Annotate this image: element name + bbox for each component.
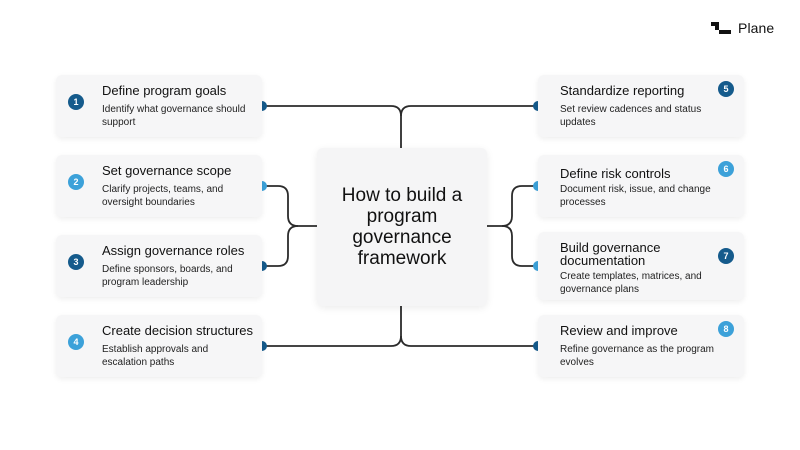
step-card-3: 3 Assign governance roles Define sponsor… — [56, 235, 262, 297]
center-node: How to build a program governance framew… — [317, 148, 487, 306]
step-number-badge: 1 — [68, 94, 84, 110]
step-number-badge: 5 — [718, 81, 734, 97]
step-number-badge: 4 — [68, 334, 84, 350]
step-description: Identify what governance should support — [102, 104, 246, 128]
step-card-7: 7 Build governance documentation Create … — [538, 232, 744, 300]
step-card-8: 8 Review and improve Refine governance a… — [538, 315, 744, 377]
step-card-1: 1 Define program goals Identify what gov… — [56, 75, 262, 137]
plane-logo: Plane — [710, 20, 774, 36]
step-title: Set governance scope — [102, 163, 232, 178]
step-number-badge: 3 — [68, 254, 84, 270]
step-card-6: 6 Define risk controls Document risk, is… — [538, 155, 744, 217]
step-card-5: 5 Standardize reporting Set review caden… — [538, 75, 744, 137]
step-number-badge: 2 — [68, 174, 84, 190]
plane-logo-icon — [711, 22, 731, 34]
step-card-2: 2 Set governance scope Clarify projects,… — [56, 155, 262, 217]
step-title: Create decision structures — [102, 323, 254, 338]
step-title: Review and improve — [560, 323, 678, 338]
step-description: Document risk, issue, and change process… — [560, 184, 711, 208]
step-title: Define risk controls — [560, 166, 671, 181]
step-title: Build governance documentation — [560, 240, 661, 268]
step-title: Standardize reporting — [560, 83, 685, 98]
step-card-4: 4 Create decision structures Establish a… — [56, 315, 262, 377]
step-number-badge: 6 — [718, 161, 734, 177]
step-description: Create templates, matrices, and governan… — [560, 271, 702, 295]
step-number-badge: 8 — [718, 321, 734, 337]
center-title: How to build a program governance framew… — [341, 185, 463, 269]
step-description: Clarify projects, teams, and oversight b… — [102, 184, 224, 208]
step-description: Establish approvals and escalation paths — [102, 344, 209, 368]
step-description: Define sponsors, boards, and program lea… — [102, 264, 233, 288]
step-description: Set review cadences and status updates — [560, 104, 702, 128]
step-title: Assign governance roles — [102, 243, 245, 258]
brand-name: Plane — [738, 20, 775, 36]
step-number-badge: 7 — [718, 248, 734, 264]
step-description: Refine governance as the program evolves — [560, 344, 714, 368]
step-title: Define program goals — [102, 83, 227, 98]
